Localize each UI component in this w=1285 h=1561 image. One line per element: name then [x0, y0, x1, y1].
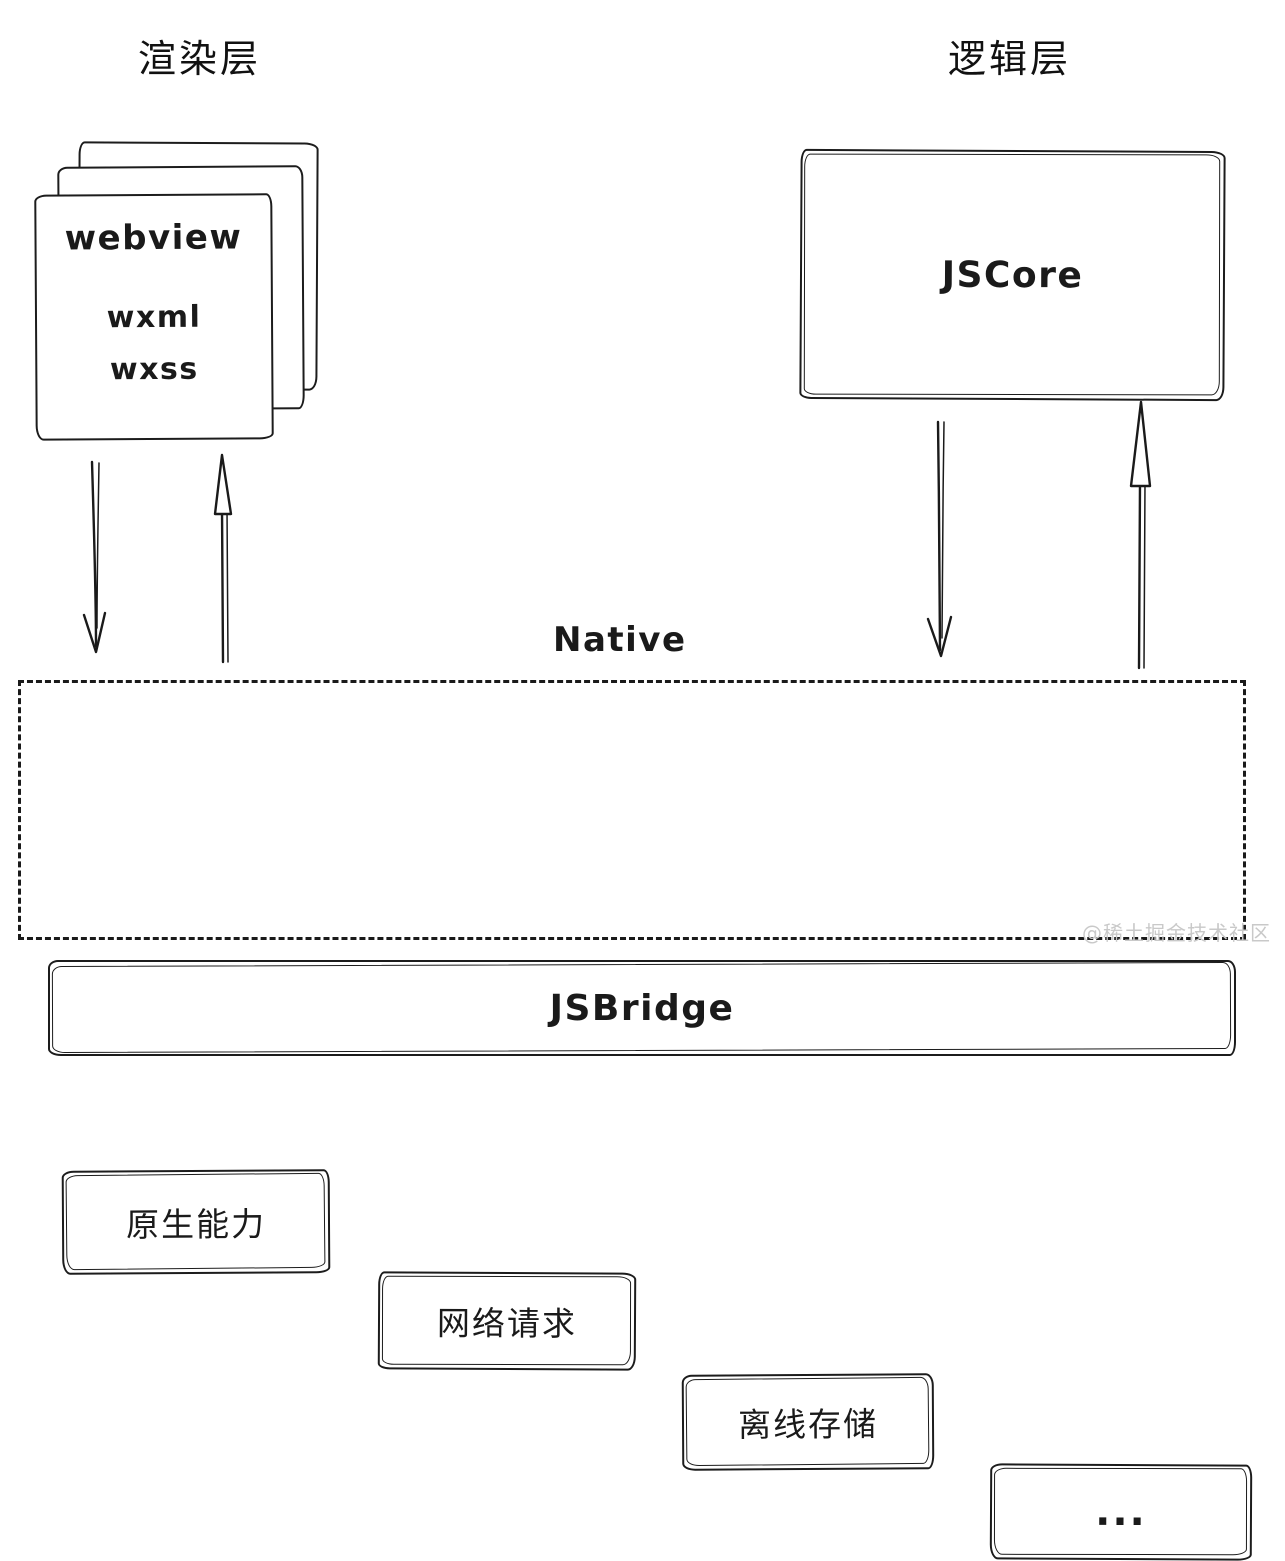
webview-card: webview wxml wxss	[34, 193, 274, 441]
webview-title: webview	[64, 217, 243, 259]
jscore-label: JSCore	[941, 254, 1084, 296]
arrow-native-to-jscore	[1129, 400, 1152, 670]
jsbridge-box: JSBridge	[48, 960, 1236, 1056]
wxml-label: wxml	[106, 299, 202, 336]
capability-offline-storage: 离线存储	[681, 1373, 935, 1471]
logic-layer-label: 逻辑层	[948, 37, 1072, 81]
capability-native-abilities: 原生能力	[61, 1169, 331, 1275]
native-label: Native	[553, 620, 687, 660]
jscore-box: JSCore	[799, 148, 1226, 402]
wxss-label: wxss	[109, 351, 199, 388]
watermark: @稀土掘金技术社区	[1082, 921, 1271, 945]
jsbridge-label: JSBridge	[549, 987, 735, 1029]
capability-network-request: 网络请求	[377, 1271, 637, 1371]
native-container	[18, 680, 1246, 940]
arrow-webview-to-native	[82, 460, 107, 654]
arrow-native-to-webview	[213, 453, 233, 664]
arrow-jscore-to-native	[926, 420, 953, 658]
capability-more: ...	[989, 1463, 1253, 1561]
diagram-canvas: 渲染层 逻辑层 webview wxml wxss JSCore	[0, 0, 1285, 956]
render-layer-label: 渲染层	[138, 37, 262, 81]
